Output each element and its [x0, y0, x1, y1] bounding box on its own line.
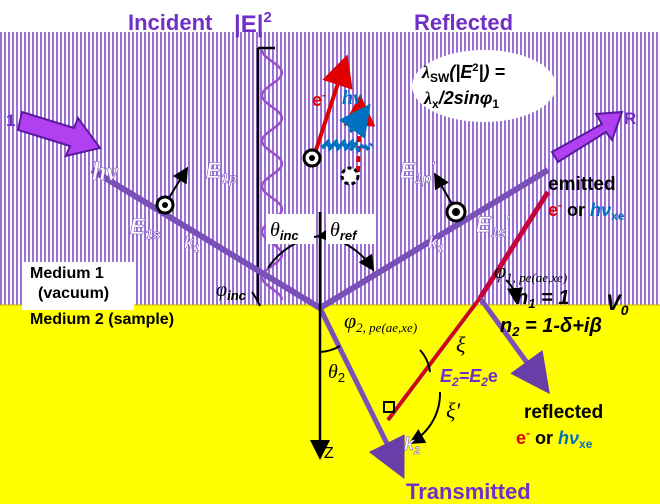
theta2-label: θ2	[328, 361, 345, 385]
incident-fat-arrow	[16, 110, 102, 158]
v0-label: V0	[606, 290, 629, 318]
photon-squiggle-dashed	[348, 140, 374, 154]
phi-inc-arc	[251, 291, 261, 307]
medium1-label-line1: Medium 1	[30, 265, 104, 282]
right-angle-marker	[383, 401, 395, 413]
phi1-arc	[505, 279, 523, 304]
photon-squiggle	[320, 138, 356, 152]
medium2-sample-region	[0, 305, 660, 504]
xi-prime-label: ξ'	[446, 398, 460, 423]
e1p-label: E1p	[206, 158, 237, 186]
phi-inc-label: φinc	[216, 279, 247, 303]
emitted-species: e- or hνxe	[548, 198, 625, 223]
theta-inc-label: θinc	[270, 219, 299, 243]
xi-label: ξ	[456, 332, 466, 357]
reflected-out-title: reflected	[524, 402, 603, 423]
photon-arrow	[338, 103, 371, 139]
field-intensity-title: |E|2	[234, 9, 272, 38]
transmitted-beam	[317, 306, 405, 479]
formula-line1: λSW(|E2|) =	[421, 62, 506, 85]
medium1-label-box	[22, 262, 134, 310]
transmitted-title: Transmitted	[406, 479, 531, 504]
n1-label: n1 = 1	[516, 287, 569, 311]
e2-label: E2=E2e	[440, 366, 498, 389]
theta-ref-label: θref	[330, 219, 358, 243]
emitter-atom-dashed	[340, 166, 360, 186]
hv-incident-label: hν	[92, 157, 118, 186]
e1s-prime-dot	[452, 208, 460, 216]
incident-beam-number: 1	[6, 111, 15, 130]
standing-wave-curve	[260, 49, 284, 301]
formula-line2: λx/2sinφ1	[423, 88, 499, 111]
e1s-dot	[162, 202, 168, 208]
e1p-prime-label: E1p'	[400, 158, 435, 186]
reflected-title: Reflected	[414, 10, 513, 35]
emitted-title: emitted	[548, 174, 616, 195]
k1-prime-label: k1'	[428, 233, 447, 255]
electron-label: e-	[312, 88, 326, 110]
medium1-label-line2: (vacuum)	[38, 285, 109, 302]
k1-label: k1	[184, 233, 200, 255]
xi-arc	[419, 349, 431, 373]
theta-inc-arc	[267, 226, 333, 269]
k2-label: k2	[404, 434, 420, 457]
n2-label: n2 = 1-δ+iβ	[500, 315, 602, 339]
reflected-out-species: e- or hνxe	[516, 426, 593, 451]
medium2-label: Medium 2 (sample)	[30, 311, 174, 328]
theta-inc-box	[266, 214, 314, 244]
formula-bubble	[412, 50, 556, 122]
reflected-beam	[318, 167, 550, 311]
emitted-ray	[477, 190, 551, 300]
incident-beam	[90, 167, 322, 311]
reflected-beam-letter: R	[624, 109, 636, 128]
z-axis-label: Z	[324, 445, 334, 462]
electron-arrow	[312, 54, 353, 157]
xi-prime-arc	[408, 391, 442, 445]
phi2-label: φ2, pe(ae,xe)	[344, 308, 417, 335]
reflected-out-ray	[477, 296, 550, 395]
theta-ref-box	[326, 214, 376, 244]
emitter-atom-core	[309, 155, 315, 161]
photon-label: hν	[342, 87, 363, 109]
phi1-label: φ1, pe(ae,xe)	[494, 258, 567, 285]
e1s-prime-label: E1s'	[476, 212, 510, 240]
theta2-arc	[319, 345, 341, 353]
e2-red-overlay	[386, 297, 482, 421]
e1s-label: E1s	[130, 214, 160, 242]
reflected-fat-arrow	[550, 110, 624, 164]
theta-ref-arc	[319, 235, 375, 272]
incident-title: Incident	[128, 10, 213, 35]
